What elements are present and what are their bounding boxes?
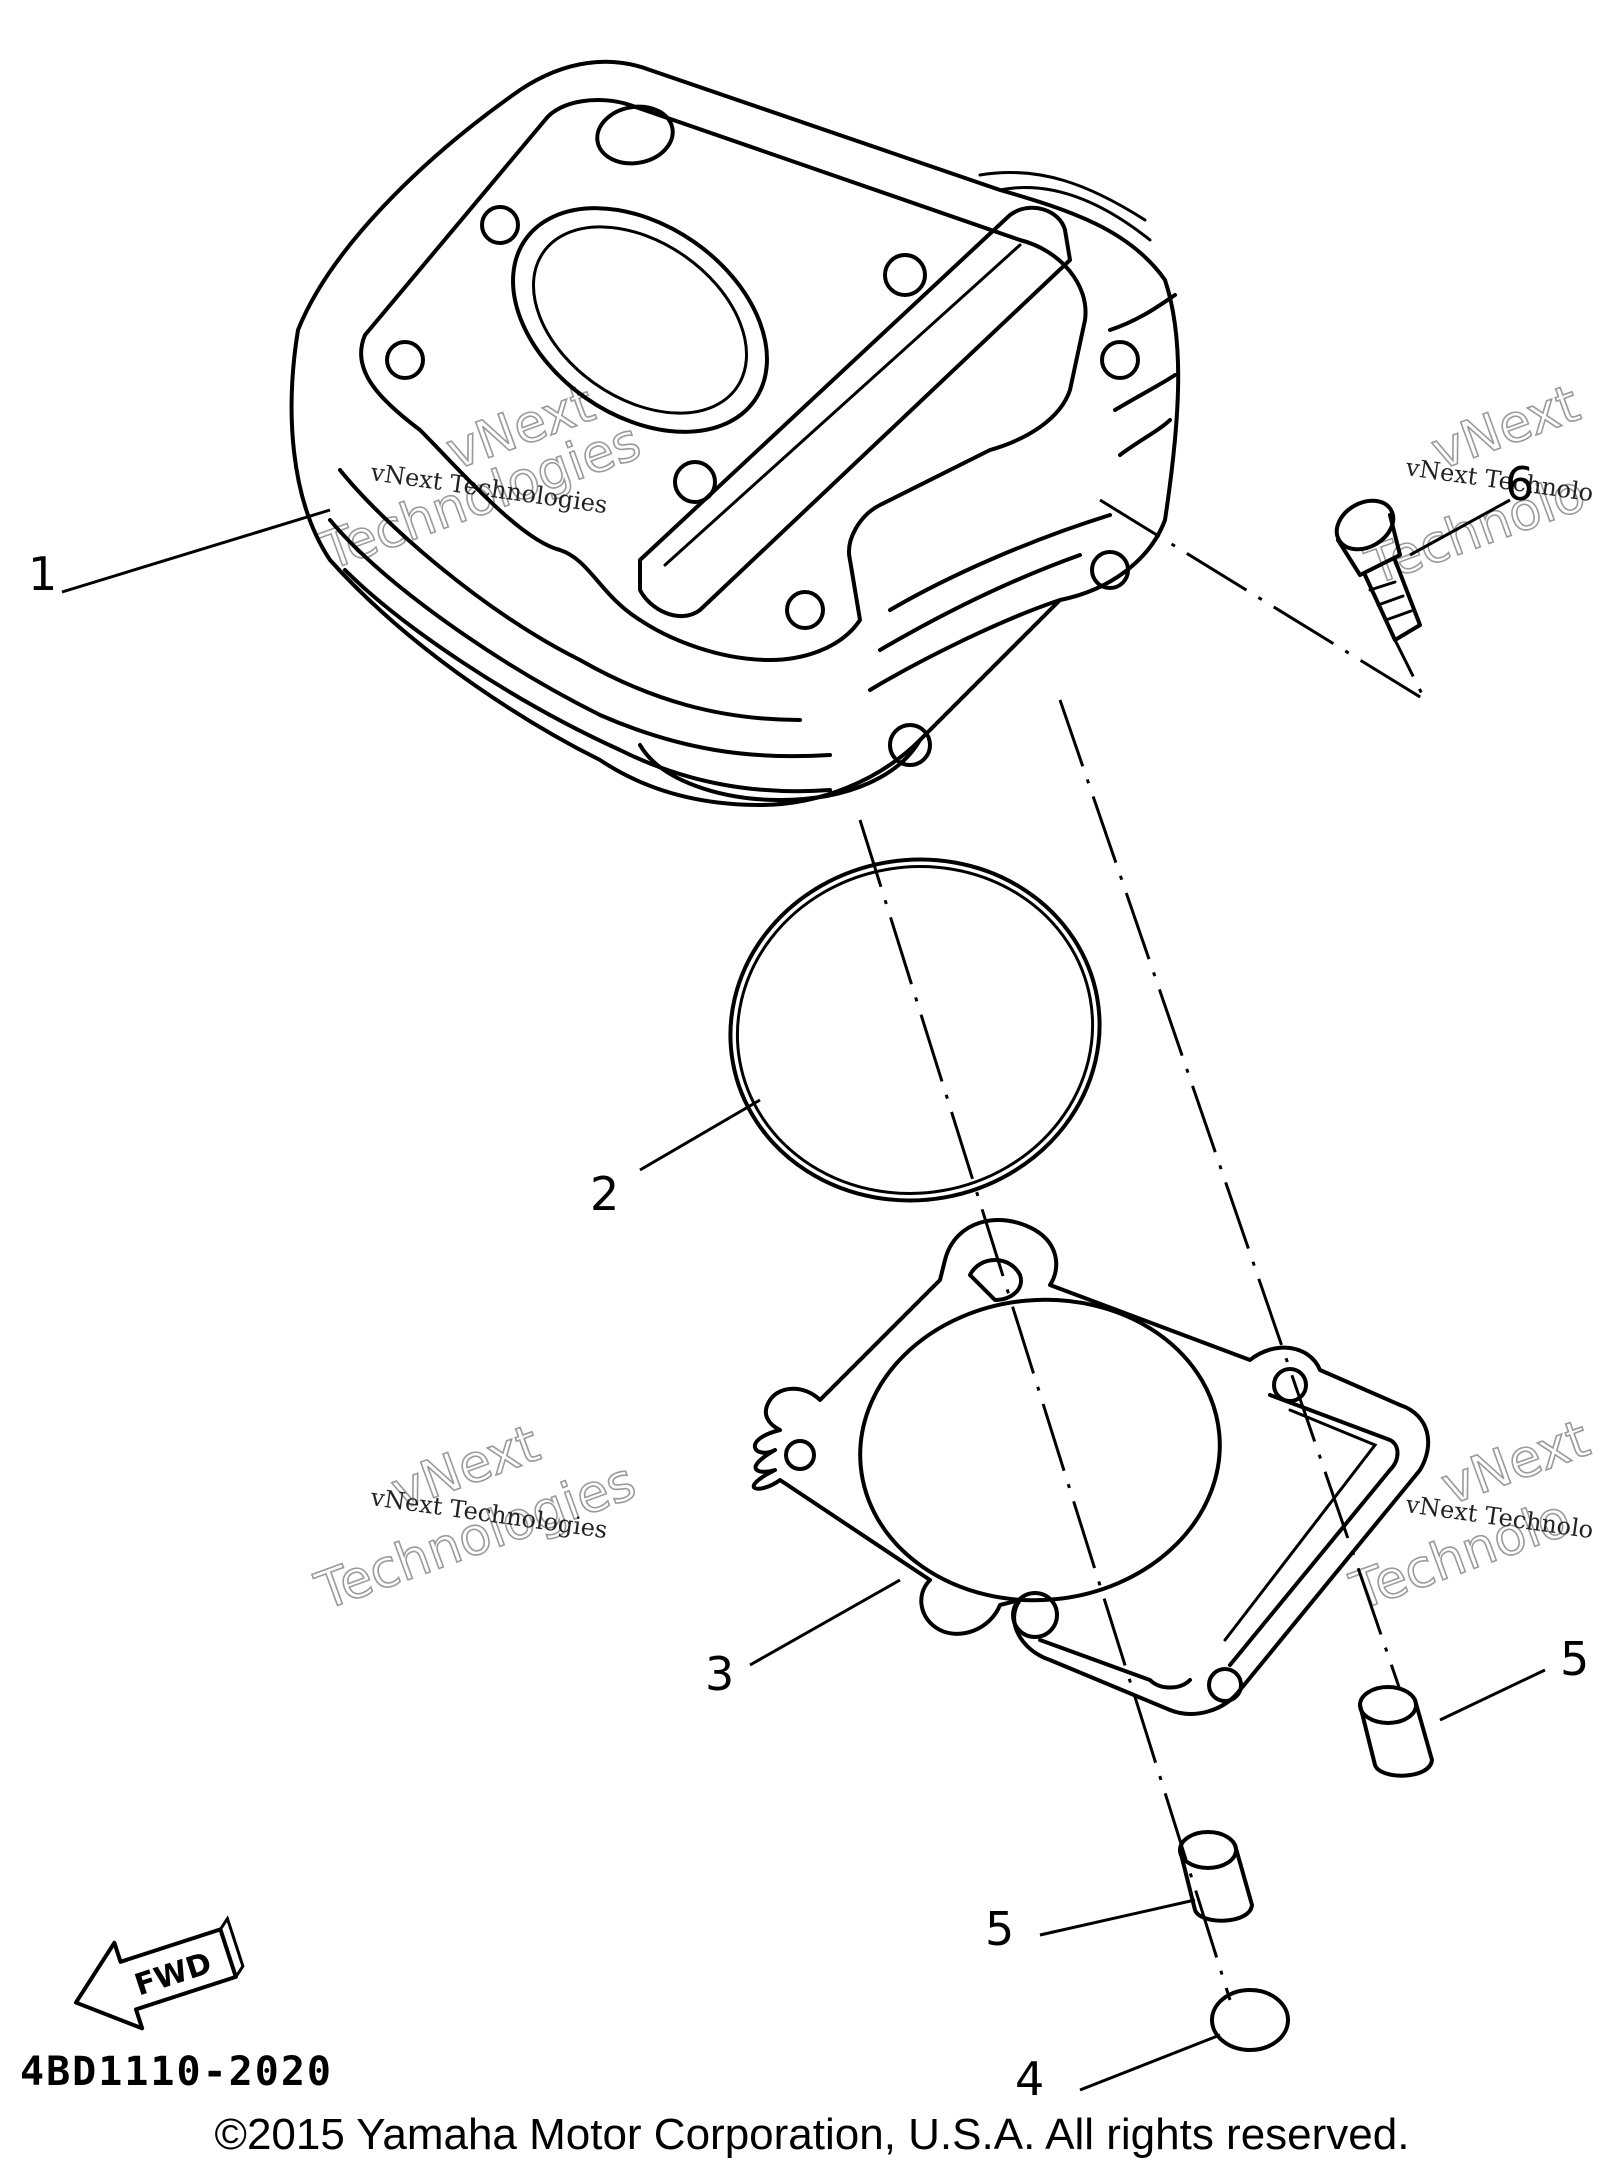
cylinder-block-part — [289, 59, 1181, 807]
callout-6: 6 — [1505, 457, 1534, 511]
callout-1: 1 — [28, 547, 57, 601]
assembly-centerlines — [858, 498, 1429, 2001]
callout-5b: 5 — [985, 1902, 1014, 1956]
watermark-mid-left: vNext Technologies vNext Technologies — [307, 1413, 644, 1623]
dowel-pin-part — [1178, 1685, 1434, 1923]
o-ring-part — [728, 857, 1102, 1203]
bolt-part — [1334, 498, 1422, 642]
callout-4: 4 — [1015, 2052, 1044, 2106]
callout-2: 2 — [590, 1167, 619, 1221]
callout-3: 3 — [705, 1647, 734, 1701]
dowel-cap-part — [1210, 1988, 1290, 2052]
watermark-top-right: vNext Technolo vNext Technolo — [1357, 373, 1595, 598]
forward-arrow-icon: FWD — [73, 1915, 245, 2031]
cylinder-gasket-part — [751, 1218, 1431, 1716]
figure-code: 4BD1110-2020 — [20, 2049, 333, 2095]
leader-lines — [61, 498, 1546, 2092]
callout-5a: 5 — [1560, 1632, 1589, 1686]
copyright-notice: ©2015 Yamaha Motor Corporation, U.S.A. A… — [214, 2110, 1410, 2159]
callout-labels: 1 2 3 4 5 5 6 — [28, 457, 1589, 2106]
